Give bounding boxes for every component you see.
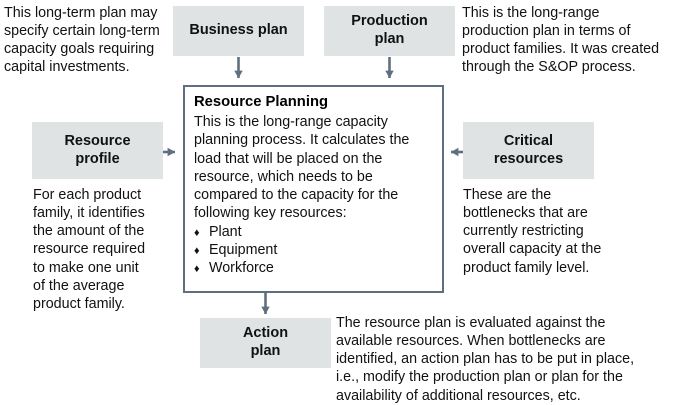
list-item-label: Plant (209, 223, 242, 240)
diamond-bullet-icon: ♦ (194, 244, 200, 257)
list-item: ♦ Equipment (194, 241, 433, 259)
note-critical-resources: These are the bottlenecks that are curre… (463, 187, 602, 276)
box-critical-resources-label: Critical resources (493, 132, 564, 167)
resource-planning-content: Resource Planning This is the long-range… (185, 87, 442, 281)
list-item: ♦ Plant (194, 223, 433, 241)
list-item-label: Workforce (209, 260, 274, 277)
diamond-bullet-icon: ♦ (194, 226, 200, 239)
box-production-plan[interactable]: Production plan (324, 6, 455, 56)
resource-planning-bullet-list: ♦ Plant ♦ Equipment ♦ Workforce (194, 223, 433, 278)
box-business-plan-label: Business plan (189, 22, 288, 39)
diamond-bullet-icon: ♦ (194, 263, 200, 276)
list-item: ♦ Workforce (194, 259, 433, 277)
list-item-label: Equipment (209, 241, 278, 258)
box-resource-profile-label: Resource profile (64, 132, 131, 167)
note-resource-profile: For each product family, it identifies t… (33, 187, 146, 312)
box-action-plan-label: Action plan (242, 325, 289, 359)
box-resource-profile[interactable]: Resource profile (32, 122, 163, 179)
box-critical-resources[interactable]: Critical resources (463, 122, 594, 179)
note-business-plan: This long-term plan may specify certain … (4, 5, 160, 76)
box-resource-planning[interactable]: Resource Planning This is the long-range… (183, 85, 444, 293)
note-action-plan: The resource plan is evaluated against t… (336, 315, 635, 404)
box-business-plan[interactable]: Business plan (173, 6, 304, 56)
box-action-plan[interactable]: Action plan (200, 318, 331, 368)
box-production-plan-label: Production plan (351, 13, 428, 47)
resource-planning-title: Resource Planning (194, 94, 329, 110)
resource-planning-body: This is the long-range capacity planning… (194, 114, 410, 222)
note-production-plan: This is the long-range production plan i… (462, 5, 660, 76)
